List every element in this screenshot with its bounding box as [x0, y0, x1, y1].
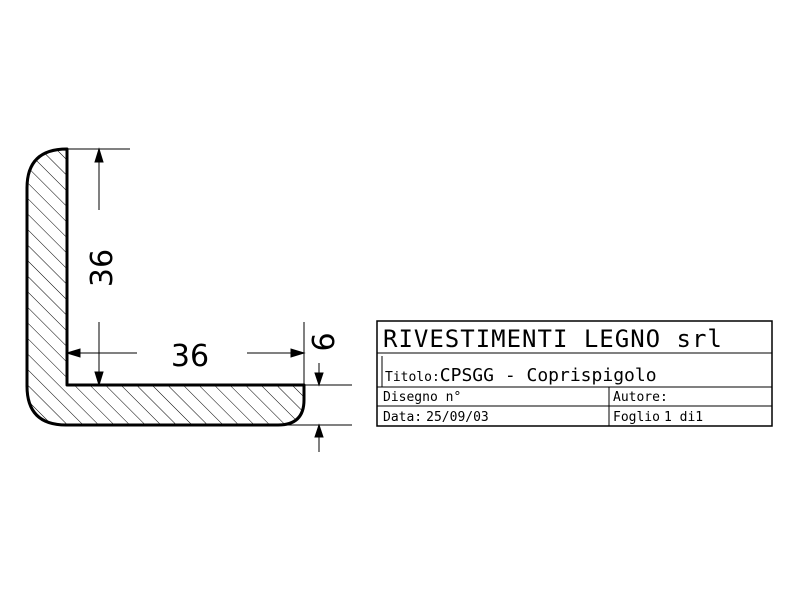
date-field: Data: 25/09/03: [383, 410, 489, 425]
sheet-field: Foglio 1 di1: [613, 410, 703, 425]
title-value: CPSGG - Coprispigolo: [440, 365, 657, 386]
vertical-dimension-label: 36: [85, 249, 120, 287]
author-label: Autore:: [613, 390, 668, 405]
date-label: Data:: [383, 410, 422, 425]
thickness-dimension: [278, 363, 352, 452]
date-value: 25/09/03: [426, 410, 489, 425]
company-name: RIVESTIMENTI LEGNO srl: [383, 325, 723, 353]
horizontal-dimension-label: 36: [171, 339, 209, 374]
l-profile-section: [25, 147, 306, 427]
drawing-title: Titolo:CPSGG - Coprispigolo: [385, 365, 657, 386]
drawing-number-label: Disegno n°: [383, 390, 461, 405]
horizontal-dimension: [65, 322, 306, 385]
sheet-value: 1 di1: [664, 410, 703, 425]
title-label: Titolo:: [385, 370, 440, 385]
title-block: [376, 320, 773, 427]
sheet-label: Foglio: [613, 410, 660, 425]
thickness-dimension-label: 6: [307, 332, 342, 351]
